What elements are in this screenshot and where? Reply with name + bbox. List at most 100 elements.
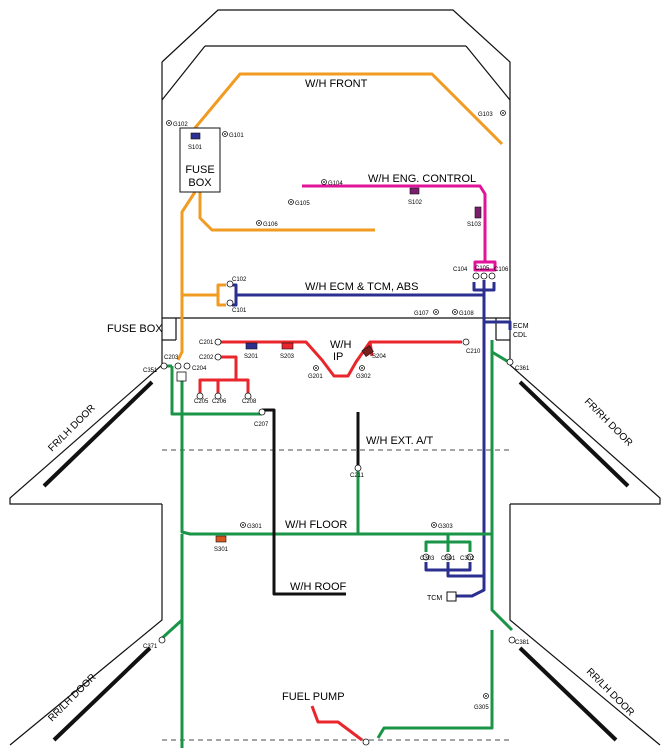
ecm-c104-106 [472,282,496,292]
connector-c381-label: C381 [515,640,530,646]
outline-outer [161,9,511,318]
ip-branch-3 [236,378,250,394]
vehicle-outline [9,9,661,746]
outline-cabin-right [465,45,511,101]
ground-g301-label: G301 [247,524,262,530]
connector-c206-icon [214,392,222,400]
connector-c371-label: C371 [143,644,158,650]
ground-g105-label: G105 [295,201,310,207]
label-floor: W/H FLOOR [285,519,347,531]
connector-c210-icon [462,338,470,346]
connector-c301-label: C301 [441,556,456,562]
fuse-box-line2: BOX [188,177,212,189]
connector-c102-icon [226,280,234,288]
harness-floor [158,340,514,748]
ground-g108-label: G108 [459,311,474,317]
splice-s102-icon [409,187,420,195]
splice-s201-icon [245,342,258,350]
rr-lh-door-strip [52,646,152,742]
label-roof: W/H ROOF [290,581,346,593]
label-fuel-pump: FUEL PUMP [282,691,345,703]
connector-c205-label: C205 [194,399,209,405]
fuse-box-line1: FUSE [185,164,214,176]
ecm-down [456,295,486,598]
connector-c351-icon [160,362,168,370]
connector-c205-icon [196,392,204,400]
body-left-rear [9,504,163,746]
connector-c303-icon [422,553,430,561]
connector-c302-label: C302 [460,556,475,562]
fr-lh-door-strip [42,380,154,488]
ground-g106-label: G106 [263,222,278,228]
label-ecm-tcm-abs: W/H ECM & TCM, ABS [305,281,418,293]
splice-s102-label: S102 [408,200,423,206]
connector-c203-label: C203 [164,355,179,361]
connector-c105-icon [480,272,488,280]
tcm-module[interactable] [446,591,457,602]
floor-left-door [170,366,262,416]
connector-c351-label: C351 [143,368,158,374]
eng-main [302,184,487,262]
connector-c105-label: C105 [475,266,490,272]
fuse-box-side-label: FUSE BOX [107,323,163,335]
connector-c302-icon [466,553,474,561]
body-left-front [9,340,163,505]
ground-g102-label: G102 [173,122,188,128]
fuel-pump-connector-icon [362,738,370,746]
splice-s204-label: S204 [372,354,387,360]
ground-g107-label: G107 [414,311,429,317]
label-rr-lh-door: RR/LH DOOR [46,672,98,724]
roof-main [262,408,346,596]
connector-c210-label: C210 [466,349,481,355]
front-c102-bracket [216,283,226,307]
fuel-pump-wire [310,705,363,742]
splice-s301-label: S301 [214,547,229,553]
front-to-c102 [180,191,218,297]
label-ecm: ECM [513,323,529,330]
connector-c206-label: C206 [212,399,227,405]
label-rr-rh-door: RR/LH DOOR [584,666,636,718]
connector-c106-label: C106 [494,267,509,273]
connector-markers [158,272,516,644]
connector-c204-icon [183,362,191,370]
splice-s203-label: S203 [280,354,295,360]
ecm-bracket [232,283,238,307]
connector-c201-label: C201 [199,340,214,346]
ground-g103-dot [502,112,504,114]
connector-c361-icon [506,358,514,366]
connector-c104-icon [472,272,480,280]
connector-c202-icon [214,353,222,361]
harness-ip [198,340,462,394]
connector-c211-label: C211 [350,473,365,479]
splice-s103-label: S103 [467,222,482,228]
splice-s201-label: S201 [244,354,259,360]
ground-g101-dot [224,133,226,135]
ecm-cdl [484,320,512,330]
label-fr-rh-door: FR/RH DOOR [582,396,635,449]
connector-c208-label: C208 [242,399,257,405]
connector-c201-icon [214,338,222,346]
tcm-group-2 [446,562,484,578]
connector-c207-label: C207 [254,422,269,428]
connector-c101-icon [226,299,234,307]
splice-s101-icon [190,132,201,140]
connector-c203-icon [174,362,182,370]
connector-c102-label: C102 [232,277,247,283]
ground-g302-dot [361,367,363,369]
ground-g104-label: G104 [328,181,343,187]
ground-g303-label: G303 [438,524,453,530]
body-right-rear [509,504,661,746]
label-tcm: TCM [427,595,442,602]
door-strips [42,380,630,742]
splice-s101-label: S101 [188,145,203,151]
ground-g305-dot [485,695,487,697]
harness-ecm [232,280,512,598]
splice-s103-icon [474,206,482,219]
connector-c303-label: C303 [420,556,435,562]
ground-point-dots [168,112,504,697]
label-ext-at: W/H EXT. A/T [366,435,434,447]
harness-tcm-group [424,562,484,578]
ground-points [166,110,506,699]
connector-c104-label: C104 [453,267,468,273]
ground-g103-label: G103 [478,112,493,118]
